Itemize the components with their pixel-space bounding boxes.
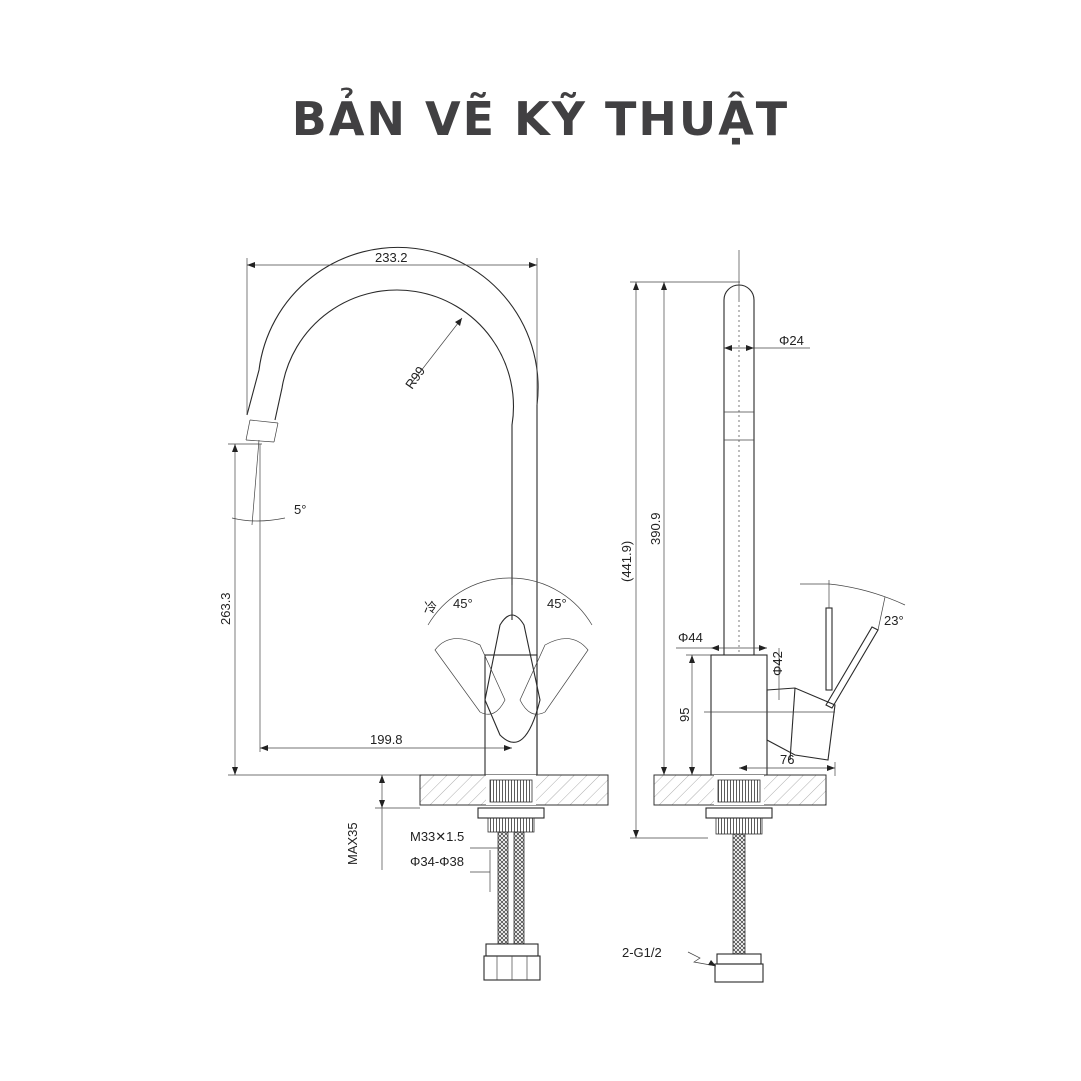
svg-text:233.2: 233.2 (375, 250, 408, 265)
cold-symbol: 冷 (424, 600, 437, 615)
dim-handle-diameter: Φ42 (770, 648, 785, 700)
side-hose (732, 833, 746, 955)
front-view: 233.2 R99 5° 263.3 冷 45° 45° (218, 246, 609, 981)
svg-text:Φ24: Φ24 (779, 333, 804, 348)
side-hose-connector (714, 963, 764, 983)
svg-text:390.9: 390.9 (648, 512, 663, 545)
dim-handle-angle: 23° (800, 580, 906, 631)
svg-text:2-G1/2: 2-G1/2 (622, 945, 662, 960)
dim-spout-reach: 199.8 (259, 444, 512, 752)
spout (245, 246, 539, 775)
svg-text:Φ42: Φ42 (770, 651, 785, 676)
thread-label: M33✕1.5 (410, 829, 464, 844)
svg-text:95: 95 (677, 708, 692, 722)
hose-connector-nut (485, 943, 539, 957)
dim-handle-depth: 76 (739, 752, 836, 776)
page-title: BẢN VẼ KỸ THUẬT (291, 92, 790, 146)
svg-text:Φ44: Φ44 (678, 630, 703, 645)
dim-max-deck: MAX35 (345, 775, 420, 870)
dim-width-total: 233.2 (246, 250, 538, 415)
svg-text:(441.9): (441.9) (619, 541, 634, 582)
handle-right-angle: 45° (547, 596, 567, 611)
side-handle-vertical (825, 607, 833, 691)
side-body (710, 654, 768, 776)
dim-base-diameter: Φ44 (676, 630, 767, 651)
svg-text:199.8: 199.8 (370, 732, 403, 747)
svg-text:263.3: 263.3 (218, 592, 233, 625)
mounting-washer (477, 807, 545, 819)
dim-body-height: 390.9 (648, 282, 667, 775)
handle-right-position (519, 638, 589, 715)
svg-text:MAX35: MAX35 (345, 822, 360, 865)
svg-text:R99: R99 (402, 364, 428, 392)
dim-total-height: (441.9) (619, 281, 740, 839)
dim-outlet-height: 263.3 (218, 443, 420, 776)
dim-handle-height: 95 (677, 654, 835, 775)
svg-text:5°: 5° (294, 502, 306, 517)
handle-swing-arc (427, 577, 593, 626)
hole-diameter-label: Φ34-Φ38 (410, 854, 464, 869)
side-handle-lever (825, 626, 879, 709)
svg-text:76: 76 (780, 752, 794, 767)
handle-left-angle: 45° (453, 596, 473, 611)
side-handle-base (766, 687, 836, 761)
mounting-nut (487, 817, 535, 833)
dim-spout-radius: R99 (402, 317, 463, 392)
hose-right (513, 831, 525, 945)
dim-spout-angle: 5° (231, 439, 306, 526)
side-view: Φ24 (441.9) 390.9 Φ44 Φ42 (619, 250, 906, 983)
svg-text:23°: 23° (884, 613, 904, 628)
side-spout (723, 284, 755, 656)
dim-top-diameter: Φ24 (724, 333, 810, 351)
dim-hose-connection: 2-G1/2 (622, 945, 717, 967)
handle (484, 614, 541, 743)
handle-left-position (434, 638, 506, 715)
shank-thread (489, 779, 533, 803)
hose-left (497, 831, 509, 945)
